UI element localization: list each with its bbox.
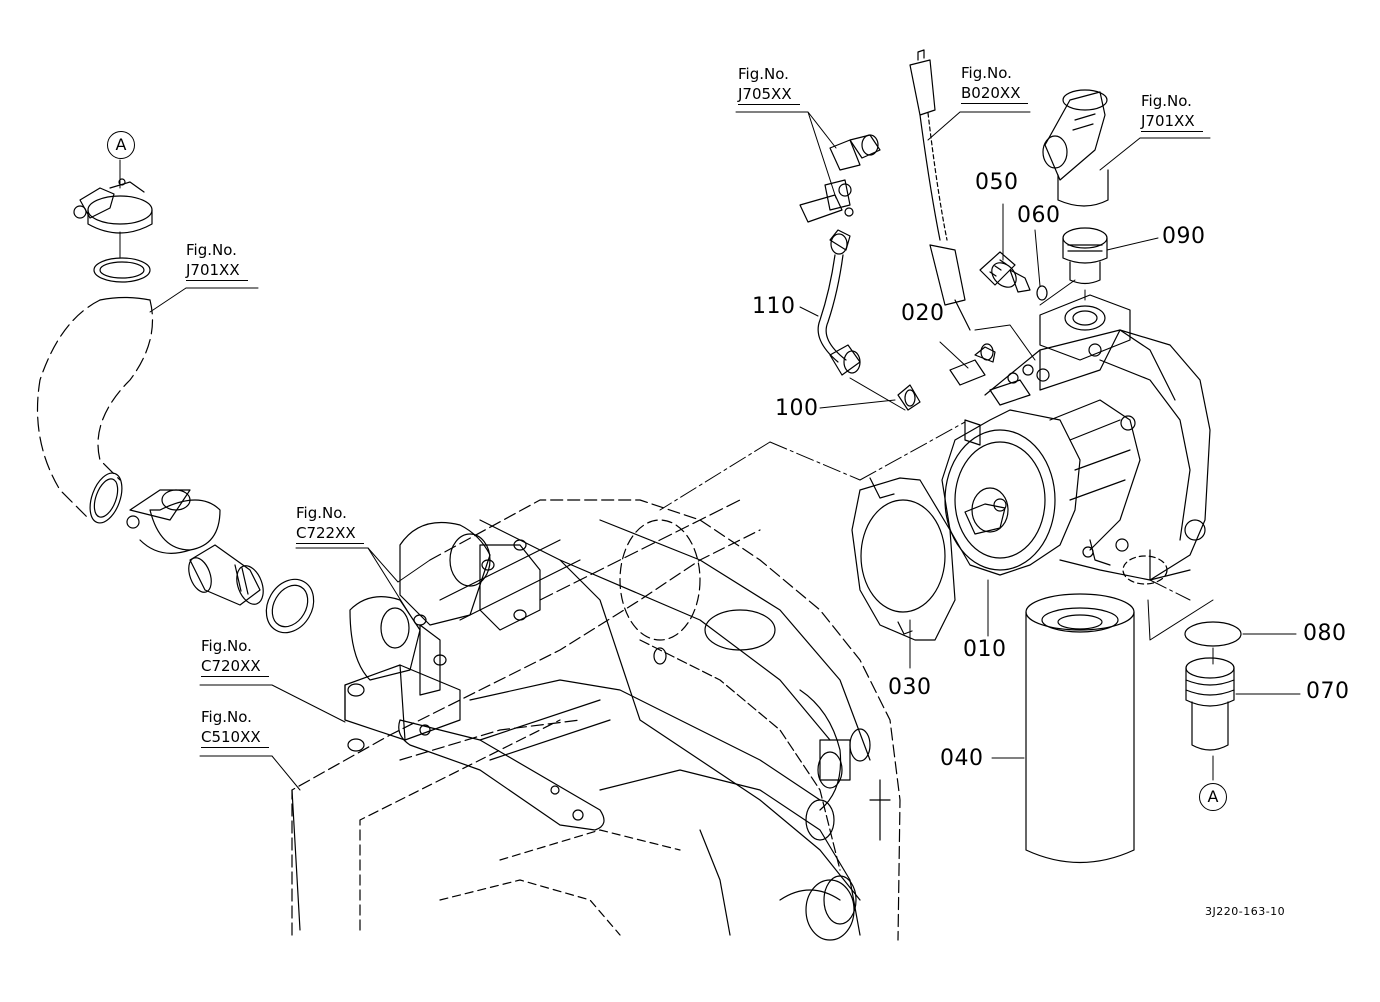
fig-number: C722XX — [296, 523, 364, 544]
fig-prefix: Fig.No. — [296, 504, 347, 522]
part-label-030: 030 — [888, 675, 932, 700]
construction-lines — [659, 289, 1214, 665]
part-label-070: 070 — [1306, 679, 1350, 704]
part-label-090: 090 — [1162, 224, 1206, 249]
linkage-bar-drawing — [398, 699, 611, 831]
connection-marker-upper: A — [107, 131, 135, 159]
fig-number: C510XX — [201, 727, 269, 748]
sensor-harness-drawing — [909, 49, 971, 331]
part-label-100: 100 — [775, 396, 819, 421]
pressure-pipe-drawing — [799, 134, 921, 411]
fig-prefix: Fig.No. — [186, 241, 237, 259]
part-label-050: 050 — [975, 170, 1019, 195]
oil-filter-drawing — [1025, 593, 1135, 863]
fig-prefix: Fig.No. — [738, 65, 789, 83]
fig-number: B020XX — [961, 83, 1029, 104]
fig-prefix: Fig.No. — [1141, 92, 1192, 110]
connection-marker-lower: A — [1199, 783, 1227, 811]
fig-ref-j705: Fig.No. J705XX — [738, 64, 800, 105]
transmission-housing-drawing — [291, 499, 901, 941]
part-label-110: 110 — [752, 294, 796, 319]
large-o-ring-drawing — [1184, 621, 1242, 647]
leader-lines — [119, 111, 1301, 791]
fig-ref-j701-left: Fig.No. J701XX — [186, 240, 248, 281]
hydraulic-pump-drawing — [941, 294, 1211, 585]
pipe-fitting-drawing — [188, 544, 264, 606]
fig-ref-c510: Fig.No. C510XX — [201, 707, 269, 748]
fig-number: J705XX — [738, 84, 800, 105]
union-fitting-drawing — [1062, 227, 1108, 285]
fig-prefix: Fig.No. — [961, 64, 1012, 82]
part-label-080: 080 — [1303, 621, 1347, 646]
lower-hose-clamp-drawing — [126, 489, 221, 554]
upper-hose-clamp-drawing — [73, 178, 153, 234]
suction-port-fitting-drawing — [1185, 657, 1235, 751]
fig-ref-j701-top: Fig.No. J701XX — [1141, 91, 1203, 132]
pump-gasket-drawing — [851, 477, 956, 641]
fig-number: J701XX — [186, 260, 248, 281]
drawing-id: 3J220-163-10 — [1205, 905, 1286, 918]
fig-number: C720XX — [201, 656, 269, 677]
fitting-seal-ring-drawing — [265, 578, 315, 634]
part-label-040: 040 — [940, 746, 984, 771]
sensor-flag-drawing — [964, 419, 981, 446]
elbow-fitting-drawing — [1042, 89, 1109, 207]
fig-ref-c720: Fig.No. C720XX — [201, 636, 269, 677]
fig-number: J701XX — [1141, 111, 1203, 132]
mounting-bolt-drawing — [949, 343, 996, 386]
part-label-060: 060 — [1017, 203, 1061, 228]
fig-prefix: Fig.No. — [201, 708, 252, 726]
fig-prefix: Fig.No. — [201, 637, 252, 655]
fig-ref-b020: Fig.No. B020XX — [961, 63, 1029, 104]
valve-block-drawing — [344, 521, 581, 752]
fig-ref-c722: Fig.No. C722XX — [296, 503, 364, 544]
part-label-010: 010 — [963, 637, 1007, 662]
part-label-020: 020 — [901, 301, 945, 326]
pressure-plug-drawing — [979, 251, 1031, 293]
suction-hose-drawing — [36, 257, 154, 524]
small-o-ring-drawing — [1036, 285, 1048, 301]
